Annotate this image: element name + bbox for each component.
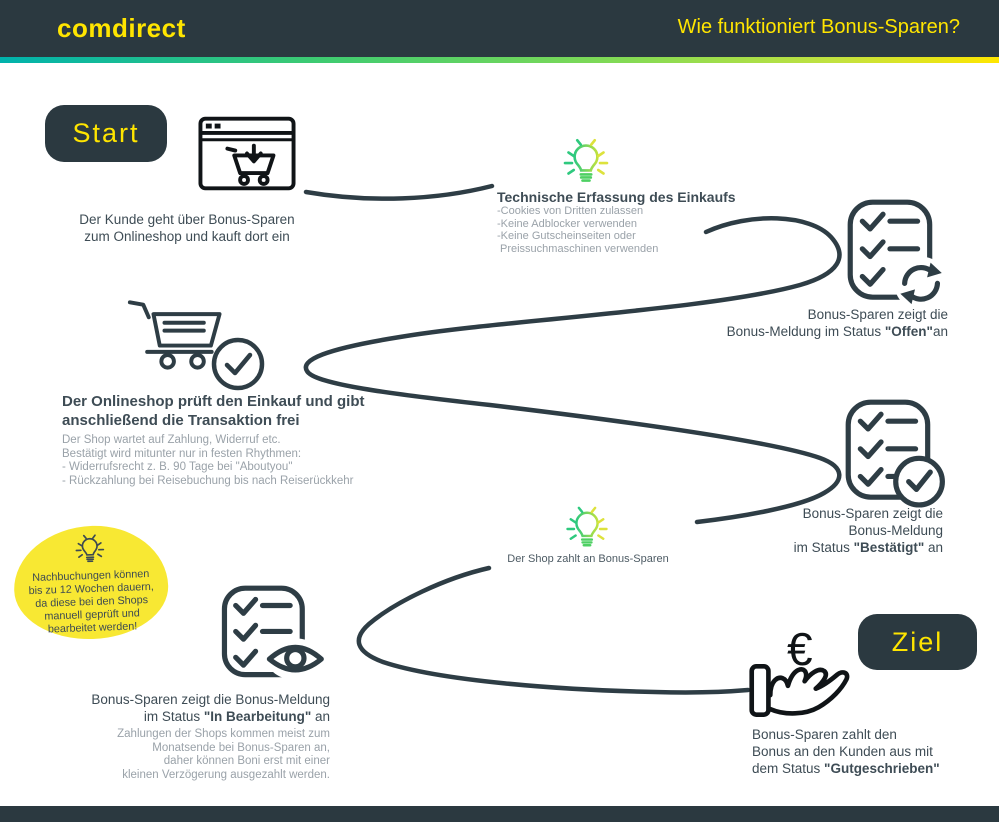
checklist-bestaetigt-icon [845, 399, 945, 508]
tip-capture-title: Technische Erfassung des Einkaufs [497, 189, 736, 205]
caption-line: Bonus-Sparen zeigt die [807, 307, 948, 322]
browser-dot-1 [205, 123, 212, 129]
step-sub-line: - Widerrufsrecht z. B. 90 Tage bei "Abou… [62, 461, 293, 473]
step-title-line: anschließend die Transaktion frei [62, 412, 300, 429]
header-bar: comdirect Wie funktioniert Bonus-Sparen? [0, 0, 999, 57]
caption-line: dem Status "Gutgeschrieben" [752, 761, 940, 776]
connector-2 [303, 216, 842, 525]
caption-sub-line: Monatsende bei Bonus-Sparen an, [152, 741, 330, 754]
tip-capture-item: -Keine Adblocker verwenden [497, 217, 638, 230]
tip-capture-item: Preissuchmaschinen verwenden [500, 242, 659, 255]
comdirect-logo: comdirect [57, 13, 186, 43]
ziel-badge-label: Ziel [891, 626, 944, 657]
idea-bulb-dark-icon [75, 534, 105, 563]
caption-line: Bonus an den Kunden aus mit [752, 744, 933, 759]
euro-symbol: € [787, 623, 813, 675]
ziel-badge: Ziel [858, 614, 977, 670]
caption-line: zum Onlineshop und kauft dort ein [84, 229, 290, 244]
footer-bar [0, 806, 999, 822]
status-gutgeschrieben-caption: Bonus-Sparen zahlt den Bonus an den Kund… [752, 726, 940, 777]
refresh-icon [894, 256, 947, 311]
step-purchase-caption: Der Kunde geht über Bonus-Sparen zum Onl… [62, 211, 312, 245]
eye-icon [266, 638, 324, 680]
page-title: Wie funktioniert Bonus-Sparen? [677, 16, 960, 38]
caption-line: im Status "In Bearbeitung" an [143, 709, 330, 724]
browser-dot-2 [214, 123, 221, 129]
caption-sub-line: Zahlungen der Shops kommen meist zum [117, 728, 330, 740]
step-sub-line: Bestätigt wird mitunter nur in festen Rh… [62, 447, 302, 460]
connector-1 [303, 183, 495, 201]
tip-capture-block: Technische Erfassung des Einkaufs -Cooki… [497, 189, 736, 255]
step-title-line: Der Onlineshop prüft den Einkauf und gib… [62, 393, 365, 410]
tip-capture-item: -Cookies von Dritten zulassen [497, 205, 644, 217]
check-badge-icon [893, 455, 945, 508]
shop-payment-caption: Der Shop zahlt an Bonus-Sparen [507, 553, 669, 565]
note-bubble: Nachbuchungen können bis zu 12 Wochen da… [12, 523, 170, 642]
gradient-divider [0, 57, 999, 63]
caption-line: Bonus-Meldung im Status "Offen"an [726, 324, 948, 339]
step-sub-line: - Rückzahlung bei Reisebuchung bis nach … [62, 474, 354, 487]
start-badge-label: Start [72, 118, 140, 148]
caption-line: im Status "Bestätigt" an [793, 540, 943, 555]
checklist-bearbeitung-icon [221, 585, 324, 680]
status-offen-caption: Bonus-Sparen zeigt die Bonus-Meldung im … [727, 306, 948, 340]
shop-cart-icon [127, 300, 222, 370]
caption-line: Bonus-Sparen zeigt die Bonus-Meldung [91, 692, 330, 707]
start-badge: Start [45, 105, 167, 162]
checklist-offen-icon [847, 199, 947, 311]
status-bestaetigt-caption: Bonus-Sparen zeigt die Bonus-Meldung im … [794, 505, 943, 556]
idea-bulb-icon [563, 138, 609, 182]
idea-bulb-icon [566, 506, 608, 547]
check-circle-icon [211, 337, 265, 391]
note-bubble-text: Nachbuchungen können bis zu 12 Wochen da… [28, 567, 155, 636]
caption-line: Bonus-Sparen zeigt die [802, 506, 943, 521]
caption-line: Der Kunde geht über Bonus-Sparen [79, 212, 295, 227]
step-sub-line: Der Shop wartet auf Zahlung, Widerruf et… [62, 434, 281, 446]
status-bearbeitung-caption: Bonus-Sparen zeigt die Bonus-Meldung im … [91, 691, 330, 782]
status-offen-value: "Offen" [884, 324, 933, 339]
onlineshop-browser-icon [198, 116, 296, 191]
caption-sub-line: kleinen Verzögerung ausgezahlt werden. [122, 768, 330, 781]
status-bearbeitung-value: "In Bearbeitung" [203, 709, 312, 724]
cart-download-glyph [225, 143, 276, 186]
tip-capture-item: -Keine Gutscheinseiten oder [497, 230, 636, 242]
status-gutgeschrieben-value: "Gutgeschrieben" [824, 761, 940, 776]
caption-line: Bonus-Meldung [848, 523, 943, 538]
step-shop-check-block: Der Onlineshop prüft den Einkauf und gib… [62, 392, 365, 488]
connector-3 [356, 565, 751, 695]
payout-hand-icon [749, 664, 850, 717]
caption-sub-line: daher können Boni erst mit einer [163, 755, 330, 767]
caption-line: Bonus-Sparen zahlt den [752, 727, 897, 742]
status-bestaetigt-value: "Bestätigt" [853, 540, 925, 555]
